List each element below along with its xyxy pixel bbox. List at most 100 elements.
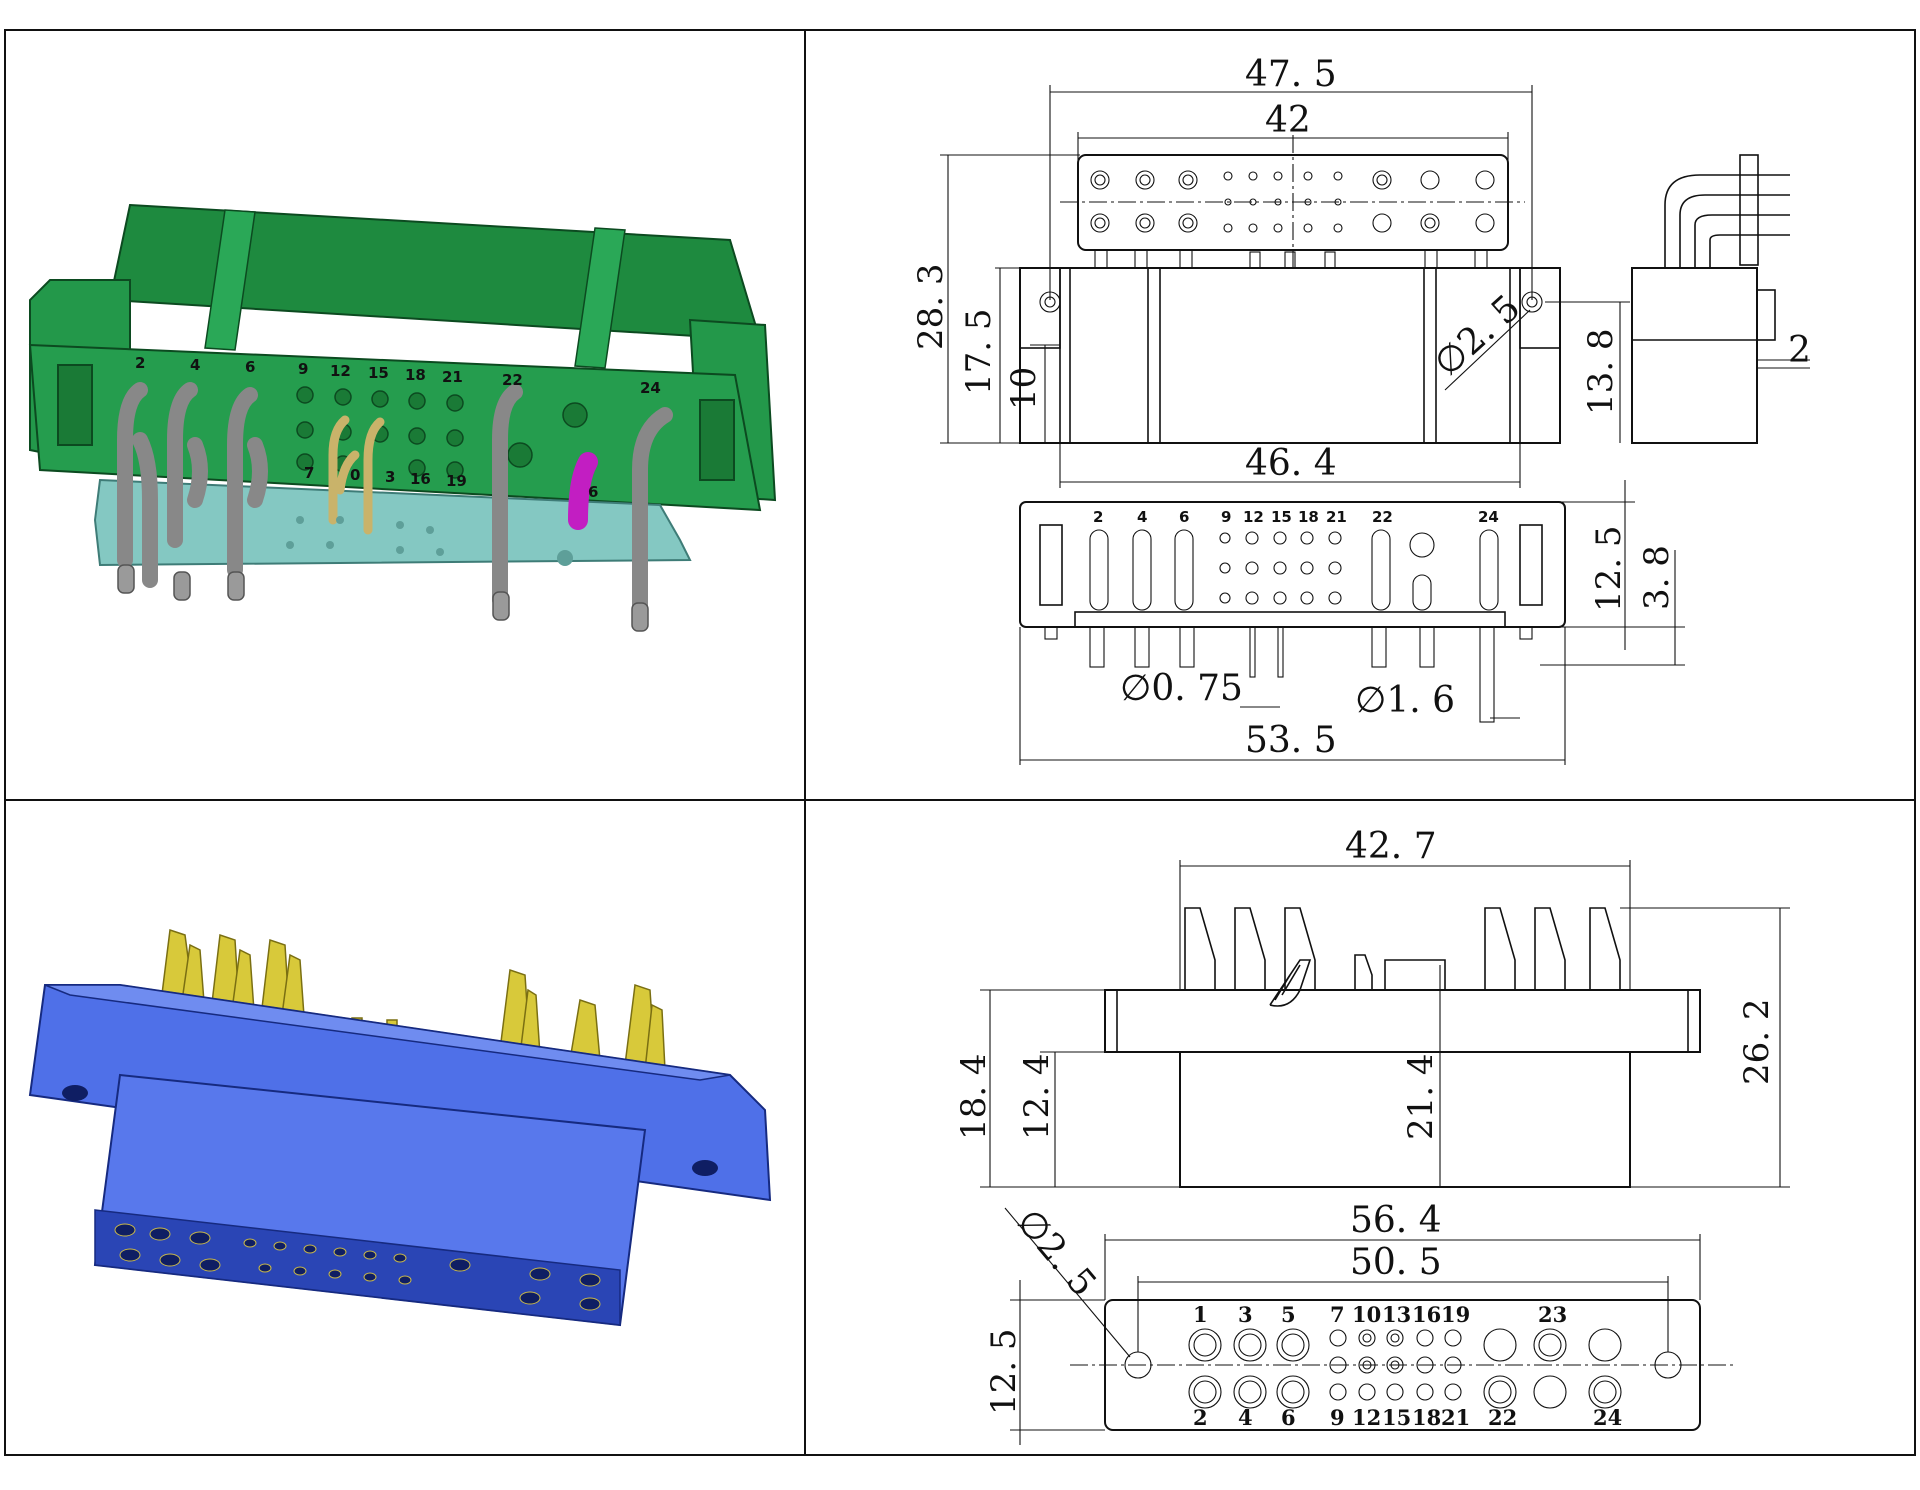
dim-10: 10 — [1004, 367, 1044, 410]
face-pin-label: 18 — [1298, 508, 1319, 526]
face-dimension-lines — [1019, 480, 1685, 765]
dim-2: 2 — [1788, 330, 1811, 371]
dim-53-5: 53. 5 — [1245, 720, 1337, 761]
face-pin-label: 21 — [1326, 508, 1347, 526]
dim-17-5: 17. 5 — [959, 308, 999, 395]
front-view-body — [1019, 267, 1561, 444]
drawing-bottom: 42. 7 18. 4 12. 4 21. 4 26. 2 1 3 5 7 10… — [954, 826, 1790, 1445]
bottom-pin-label: 5 — [1281, 1302, 1296, 1327]
blue-mount-hole-left — [62, 1085, 88, 1101]
bottom-pin-label: 13 — [1382, 1302, 1411, 1327]
face-view-pin-labels: 2 4 6 9 12 15 18 21 22 24 — [1093, 508, 1499, 526]
face-pin-label: 6 — [1179, 508, 1189, 526]
side-contacts — [1184, 907, 1621, 1007]
green-pin-label: 7 — [304, 464, 314, 482]
dim-46-4: 46. 4 — [1245, 443, 1337, 484]
green-pin-label: 0 — [350, 466, 360, 484]
bottom-pin-label: 15 — [1382, 1405, 1411, 1430]
green-housing-top — [108, 203, 762, 342]
green-signal-pins — [328, 415, 385, 535]
green-pin-labels-bottom: 7 0 3 16 19 6 — [304, 464, 598, 501]
bottom-pin-label: 18 — [1412, 1405, 1441, 1430]
bottom-pin-label: 12 — [1352, 1405, 1381, 1430]
bottom-pin-label: 3 — [1238, 1302, 1253, 1327]
dim-50-5: 50. 5 — [1350, 1242, 1442, 1283]
bottom-pin-label: 19 — [1441, 1302, 1470, 1327]
blue-flange-top — [44, 984, 731, 1081]
sheet-frame — [4, 29, 1916, 1456]
green-connector-3d-view: 2 4 6 9 12 15 18 21 22 24 7 0 3 16 19 6 — [28, 203, 777, 632]
green-pin-label: 22 — [502, 371, 523, 389]
dim-47-5: 47. 5 — [1245, 54, 1337, 95]
green-rib-left — [204, 209, 256, 351]
face-pin-label: 4 — [1137, 508, 1147, 526]
green-pin-label: 18 — [405, 366, 426, 384]
green-pin-label: 19 — [446, 472, 467, 490]
green-pin-label: 16 — [410, 470, 431, 488]
blue-contact-holes — [114, 1223, 601, 1311]
green-pin-label: 3 — [385, 468, 395, 486]
bottom-pin-label: 21 — [1441, 1405, 1470, 1430]
blue-connector-3d-view — [28, 928, 772, 1327]
top-view-pin-circles — [1090, 170, 1495, 233]
face-pin-label: 22 — [1372, 508, 1393, 526]
dim-56-4: 56. 4 — [1350, 1200, 1442, 1241]
top-dimension-lines — [940, 85, 1810, 488]
bottom-pin-label: 7 — [1330, 1302, 1345, 1327]
green-plate-holes — [286, 516, 573, 566]
blue-mount-hole-right — [692, 1160, 718, 1176]
side-flange — [1104, 989, 1701, 1053]
dim-12-5-top: 12. 5 — [1589, 525, 1629, 612]
green-power-pins — [117, 382, 673, 623]
side-view-pins — [1664, 154, 1790, 268]
green-pin-label: 15 — [368, 364, 389, 382]
bottom-dimension-lines — [980, 860, 1790, 1188]
dim-0-75: ∅0. 75 — [1120, 668, 1243, 709]
green-pin-label: 9 — [298, 360, 308, 378]
face-pin-label: 12 — [1243, 508, 1264, 526]
bottom-face-contacts — [1188, 1328, 1622, 1409]
green-pin-label: 6 — [245, 358, 255, 376]
green-pin-label: 12 — [330, 362, 351, 380]
bottom-pin-label: 4 — [1238, 1405, 1253, 1430]
side-shell — [1179, 1051, 1631, 1188]
green-window-right — [699, 399, 735, 481]
green-pin-tails — [117, 564, 649, 632]
green-pin-labels-top: 2 4 6 9 12 15 18 21 22 24 — [135, 354, 661, 397]
dim-13-8: 13. 8 — [1581, 328, 1621, 415]
green-pin-label: 6 — [588, 483, 598, 501]
green-pin-label: 24 — [640, 379, 661, 397]
bottom-pin-label: 16 — [1412, 1302, 1441, 1327]
bottom-pin-label: 6 — [1281, 1405, 1296, 1430]
dim-12-5-bottom: 12. 5 — [984, 1328, 1024, 1415]
face-pin-label: 24 — [1478, 508, 1499, 526]
dim-12-4: 12. 4 — [1017, 1053, 1057, 1140]
green-pcb-plate — [93, 478, 692, 567]
green-coax-pin — [568, 452, 598, 530]
green-rib-right — [574, 227, 626, 369]
drawing-top: 47. 5 42 28. 3 17. 5 10 46. 4 ∅2. 5 13. … — [911, 54, 1811, 765]
face-pin-label: 2 — [1093, 508, 1103, 526]
bottom-pin-label: 22 — [1488, 1405, 1517, 1430]
dim-18-4: 18. 4 — [954, 1053, 994, 1140]
dim-21-4: 21. 4 — [1401, 1053, 1441, 1140]
face-pin-label: 15 — [1271, 508, 1292, 526]
green-window-left — [57, 364, 93, 446]
face-view-pins — [1044, 529, 1533, 723]
dim-28-3: 28. 3 — [911, 263, 951, 350]
bottom-pin-label: 23 — [1538, 1302, 1567, 1327]
bottom-pin-label: 24 — [1593, 1405, 1622, 1430]
green-pin-label: 2 — [135, 354, 145, 372]
green-pin-label: 21 — [442, 368, 463, 386]
dim-42: 42 — [1265, 100, 1311, 141]
side-view-body — [1631, 267, 1758, 444]
bottom-pin-label: 9 — [1330, 1405, 1345, 1430]
bottom-pin-label: 10 — [1352, 1302, 1381, 1327]
dim-3-8: 3. 8 — [1637, 545, 1677, 610]
face-pin-label: 9 — [1221, 508, 1231, 526]
bottom-pin-label: 1 — [1193, 1302, 1208, 1327]
blue-shell-face — [94, 1209, 621, 1326]
bottom-face-labels-top: 1 3 5 7 10 13 16 19 23 — [1193, 1302, 1567, 1327]
dim-42-7: 42. 7 — [1345, 826, 1437, 867]
